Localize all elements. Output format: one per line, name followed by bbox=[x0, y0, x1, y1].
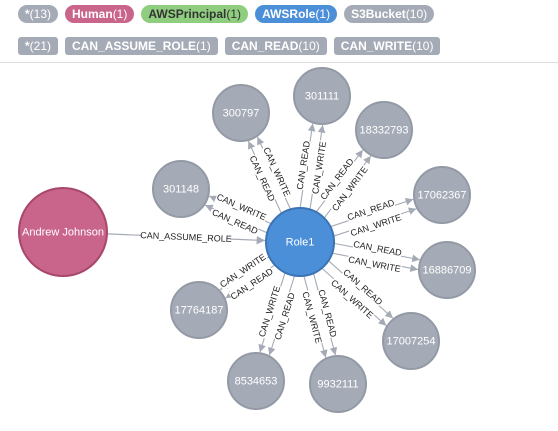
node-circle bbox=[293, 67, 351, 125]
edge-can-assume-role-label[interactable]: CAN_ASSUME_ROLE bbox=[140, 229, 232, 246]
edge-label-bg bbox=[346, 253, 403, 276]
human-node[interactable]: Andrew Johnson bbox=[18, 187, 108, 277]
node-circle bbox=[212, 84, 270, 142]
rel-pill-can-assume-role[interactable]: CAN_ASSUME_ROLE(1) bbox=[65, 37, 218, 55]
s3bucket-node[interactable]: 301148 bbox=[152, 160, 210, 218]
relationship-types-row: *(21) CAN_ASSUME_ROLE(1) CAN_READ(10) CA… bbox=[18, 37, 441, 55]
s3bucket-node[interactable]: 9932111 bbox=[309, 355, 367, 413]
label-pill-s3bucket[interactable]: S3Bucket(10) bbox=[344, 5, 435, 23]
node-caption: 17007254 bbox=[387, 335, 436, 347]
s3bucket-node[interactable]: 17007254 bbox=[382, 312, 440, 370]
edge-label-bg bbox=[340, 266, 385, 308]
edge-label-bg bbox=[299, 289, 325, 346]
s3bucket-node[interactable]: 8534653 bbox=[227, 352, 285, 410]
graph-canvas[interactable]: CAN_ASSUME_ROLECAN_READCAN_WRITECAN_READ… bbox=[0, 62, 558, 431]
node-labels-row: *(13) Human(1) AWSPrincipal(1) AWSRole(1… bbox=[18, 5, 435, 23]
node-caption: 301111 bbox=[305, 90, 339, 102]
label-pill-awsrole[interactable]: AWSRole(1) bbox=[255, 5, 338, 23]
edge-label-bg bbox=[293, 140, 314, 191]
edge-label-bg bbox=[352, 238, 403, 260]
label-pill-awsprincipal[interactable]: AWSPrincipal(1) bbox=[141, 5, 249, 23]
node-circle bbox=[18, 187, 108, 277]
edge-label-bg bbox=[327, 276, 377, 322]
edge-label-bg bbox=[210, 206, 260, 238]
edge-label-bg bbox=[217, 250, 269, 291]
node-caption: 17062367 bbox=[418, 189, 467, 201]
node-circle bbox=[355, 101, 413, 159]
node-circle bbox=[152, 160, 210, 218]
node-caption: 8534653 bbox=[235, 375, 278, 387]
node-circle bbox=[227, 352, 285, 410]
edge-can-read-label[interactable]: CAN_READ bbox=[293, 140, 314, 191]
node-caption: 18332793 bbox=[360, 124, 409, 136]
label-pill-human[interactable]: Human(1) bbox=[65, 5, 135, 23]
node-caption: 300797 bbox=[223, 107, 260, 119]
edge-label-text: CAN_READ bbox=[353, 239, 404, 258]
node-caption: 16886709 bbox=[423, 264, 472, 276]
node-circle bbox=[170, 281, 228, 339]
node-caption: 9932111 bbox=[317, 378, 358, 390]
s3bucket-node[interactable]: 17062367 bbox=[413, 166, 471, 224]
node-circle bbox=[413, 166, 471, 224]
s3bucket-node[interactable]: 301111 bbox=[293, 67, 351, 125]
s3bucket-node[interactable]: 16886709 bbox=[418, 241, 476, 299]
node-caption: 17764187 bbox=[175, 304, 224, 316]
graph-legend: *(13) Human(1) AWSPrincipal(1) AWSRole(1… bbox=[0, 0, 558, 63]
edge-label-bg bbox=[345, 196, 396, 224]
edge-label-bg bbox=[141, 229, 231, 246]
rel-pill-can-write[interactable]: CAN_WRITE(10) bbox=[333, 37, 441, 55]
node-circle bbox=[265, 207, 335, 277]
edge-label-bg bbox=[259, 144, 294, 200]
label-pill-all[interactable]: *(13) bbox=[18, 5, 59, 23]
s3bucket-node[interactable]: 300797 bbox=[212, 84, 270, 142]
rel-pill-all[interactable]: *(21) bbox=[18, 37, 59, 55]
edge-label-bg bbox=[315, 288, 340, 339]
s3bucket-node[interactable]: 17764187 bbox=[170, 281, 228, 339]
relationship-layer: CAN_ASSUME_ROLECAN_READCAN_WRITECAN_READ… bbox=[106, 123, 420, 358]
edge-label-bg bbox=[246, 153, 278, 204]
s3bucket-node[interactable]: 18332793 bbox=[355, 101, 413, 159]
edge-label-bg bbox=[214, 190, 269, 224]
edge-label-bg bbox=[328, 163, 372, 215]
node-caption: Role1 bbox=[286, 236, 315, 248]
edge-label-bg bbox=[309, 139, 330, 196]
edge-label-bg bbox=[348, 211, 404, 240]
node-caption: Andrew Johnson bbox=[22, 226, 104, 238]
node-caption: 301148 bbox=[163, 183, 199, 195]
edge-label-text: CAN_ASSUME_ROLE bbox=[140, 230, 232, 244]
node-circle bbox=[309, 355, 367, 413]
edge-label-bg bbox=[271, 291, 298, 342]
role-node[interactable]: Role1 bbox=[265, 207, 335, 277]
edge-label-bg bbox=[228, 265, 276, 303]
node-circle bbox=[382, 312, 440, 370]
rel-pill-can-read[interactable]: CAN_READ(10) bbox=[224, 37, 327, 55]
node-circle bbox=[418, 241, 476, 299]
edge-label-bg bbox=[255, 283, 284, 340]
edge-label-bg bbox=[317, 156, 357, 203]
